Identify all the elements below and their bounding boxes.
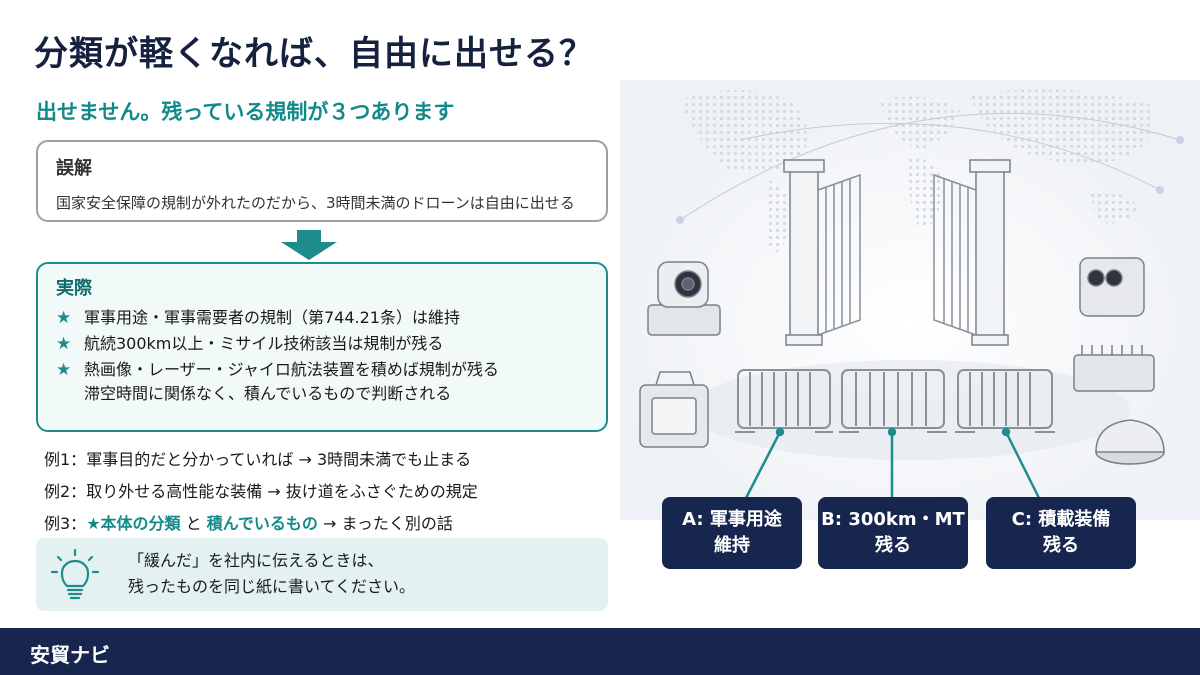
thermal-camera-device: [1079, 257, 1145, 317]
reality-item-text: 航続300km以上・ミサイル技術該当は規制が残る: [84, 334, 444, 353]
gate-illustration: [620, 80, 1200, 520]
misconception-body: 国家安全保障の規制が外れたのだから、3時間未満のドローンは自由に出せる: [56, 194, 575, 212]
example-text: → まったく別の話: [317, 514, 453, 533]
example-connector: と: [180, 514, 207, 533]
example-highlight: 積んでいるもの: [206, 514, 318, 533]
example-label: 例2：: [44, 482, 87, 501]
reality-item: ★ 航続300km以上・ミサイル技術該当は規制が残る: [56, 332, 588, 356]
reality-heading: 実際: [56, 278, 92, 299]
label-line: B: 300km・MT: [821, 509, 965, 530]
label-a: A: 軍事用途 維持: [662, 497, 802, 569]
star-icon: ★: [56, 308, 72, 328]
navigation-dome-device: [1095, 419, 1165, 465]
tip-line: 残ったものを同じ紙に書いてください。: [128, 577, 416, 596]
reality-box: 実際 ★ 軍事用途・軍事需要者の規制（第744.21条）は維持 ★ 航続300k…: [36, 262, 608, 432]
label-c: C: 積載装備 残る: [986, 497, 1136, 569]
star-icon: ★: [56, 334, 72, 354]
misconception-box: 誤解 国家安全保障の規制が外れたのだから、3時間未満のドローンは自由に出せる: [36, 140, 608, 222]
label-line: 残る: [875, 535, 911, 556]
label-b: B: 300km・MT 残る: [818, 497, 968, 569]
example-item: 例2：取り外せる高性能な装備 → 抜け道をふさぐための規定: [44, 476, 614, 508]
example-highlight: ★本体の分類: [86, 514, 181, 533]
misconception-heading: 誤解: [56, 158, 92, 179]
lightbulb-icon: [50, 548, 100, 600]
label-line: A: 軍事用途: [682, 509, 782, 530]
network-node: [676, 216, 684, 224]
example-label: 例3：: [44, 514, 87, 533]
sensor-box-device: [639, 371, 709, 448]
label-line: 維持: [714, 535, 750, 556]
example-text: 軍事目的だと分かっていれば → 3時間未満でも止まる: [86, 450, 472, 469]
reality-item: ★ 熱画像・レーザー・ジャイロ航法装置を積めば規制が残る 滞空時間に関係なく、積…: [56, 358, 588, 406]
label-line: C: 積載装備: [1011, 509, 1111, 530]
page-title: 分類が軽くなれば、自由に出せる？: [34, 34, 594, 74]
page-subtitle: 出せません。残っている規制が３つあります: [36, 100, 455, 124]
gyro-module-device: [1073, 345, 1155, 392]
example-item: 例3：★本体の分類 と 積んでいるもの → まったく別の話: [44, 508, 614, 540]
network-node: [1176, 136, 1184, 144]
tip-box: 「緩んだ」を社内に伝えるときは、 残ったものを同じ紙に書いてください。: [36, 538, 608, 611]
example-label: 例1：: [44, 450, 87, 469]
reality-item-text: 軍事用途・軍事需要者の規制（第744.21条）は維持: [84, 308, 460, 327]
example-text: 取り外せる高性能な装備 → 抜け道をふさぐための規定: [86, 482, 478, 501]
tip-text: 「緩んだ」を社内に伝えるときは、 残ったものを同じ紙に書いてください。: [128, 548, 415, 600]
barricade: [735, 369, 833, 433]
examples-list: 例1：軍事目的だと分かっていれば → 3時間未満でも止まる 例2：取り外せる高性…: [44, 444, 614, 540]
reality-item-text: 熱画像・レーザー・ジャイロ航法装置を積めば規制が残る: [84, 360, 499, 379]
network-node: [1156, 186, 1164, 194]
arrow-down-icon: [281, 230, 337, 260]
reality-item: ★ 軍事用途・軍事需要者の規制（第744.21条）は維持: [56, 306, 588, 330]
reality-item-continuation: 滞空時間に関係なく、積んでいるもので判断される: [84, 384, 452, 403]
brand-name: 安貿ナビ: [30, 643, 110, 667]
star-icon: ★: [56, 360, 72, 380]
label-line: 残る: [1043, 535, 1079, 556]
tip-line: 「緩んだ」を社内に伝えるときは、: [128, 551, 384, 570]
world-map: [680, 89, 1154, 253]
gate-right: [933, 159, 1011, 346]
gate-left: [783, 159, 861, 346]
example-item: 例1：軍事目的だと分かっていれば → 3時間未満でも止まる: [44, 444, 614, 476]
camera-device: [647, 261, 721, 336]
footer-bar: 安貿ナビ: [0, 628, 1200, 675]
